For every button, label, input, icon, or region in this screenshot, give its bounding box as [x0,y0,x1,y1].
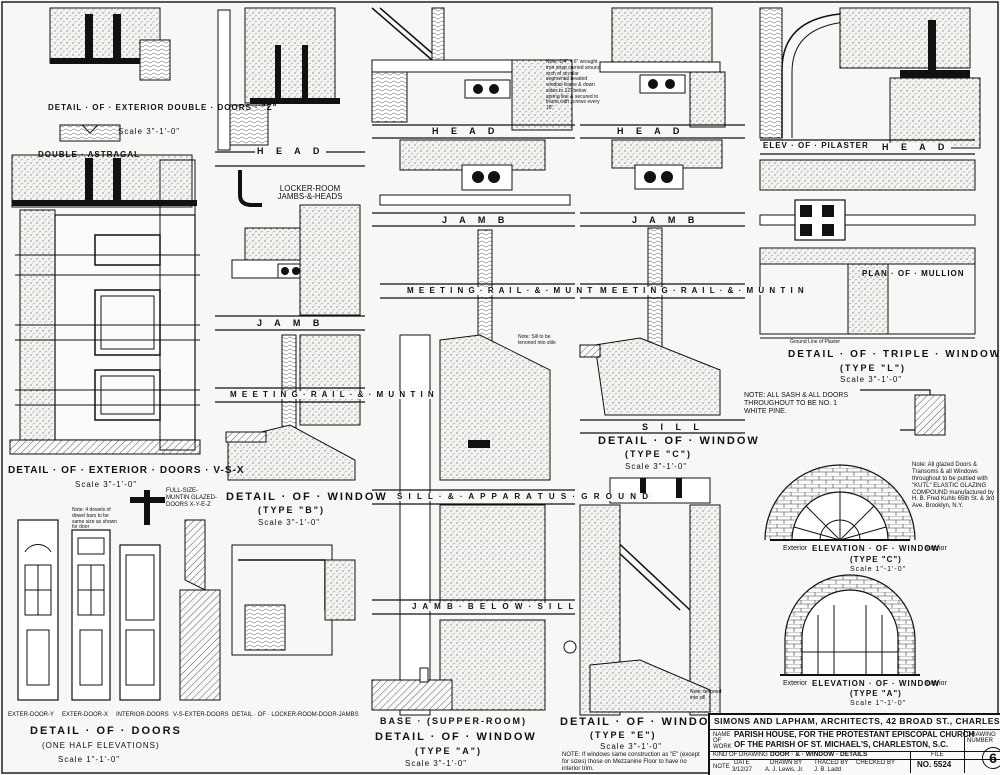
label-vs-exter-doors: V-S-EXTER-DOORS [173,712,229,718]
window-e-note: NOTE: If windows same construction as "E… [562,752,700,772]
doors-title: DETAIL · OF · DOORS [30,725,182,737]
exterior-doors-scale: Scale 3"-1'-0" [75,480,138,489]
window-e-scale: Scale 3"-1'-0" [600,742,663,751]
label-head-a: H E A D [430,126,502,136]
door-elevations [17,490,356,701]
date-label: DATE [734,760,750,766]
elev-window-c-type: (TYPE "C") [850,555,902,564]
drawing-number: 6 [989,750,997,766]
architects-row: SIMONS AND LAPHAM, ARCHITECTS, 42 BROAD … [710,715,1000,730]
mullion-tenon-note: Note: tenoned into sill [690,689,722,701]
label-jamb-c: J A M B [630,215,702,225]
label-meeting-b: M E E T I N G · R A I L · & · M U N T I … [228,390,438,399]
elev-window-c-scale: Scale 1"-1'-0" [850,566,907,573]
window-b-scale: Scale 3"-1'-0" [258,518,321,527]
triple-window-scale: Scale 3"-1'-0" [840,375,903,384]
elev-window-a-type: (TYPE "A") [850,689,902,698]
label-ext-door-y: EXTER-DOOR-Y [8,712,55,718]
window-c-scale: Scale 3"-1'-0" [625,462,688,471]
label-exterior-a: Exterior [783,680,808,687]
kind-label: KIND OF DRAWING [713,752,768,758]
drawing-number-box: DRAWING NUMBER 6 [964,729,1000,773]
elev-pilaster-caption: ELEV · OF · PILASTER [763,141,869,150]
window-b-section [215,7,365,481]
label-lockers: LOCKER-ROOM JAMBS-&-HEADS [277,184,343,201]
door-dowel-note: Note: 4 dowels of dowel bars to be same … [72,507,118,531]
date-value: 3/12/27 [732,767,753,773]
window-b-type: (TYPE "B") [258,505,326,515]
traced-value: J. B. Ladd [814,767,842,773]
label-sill-apparatus: S I L L · & · A P P A R A T U S · G R O … [395,492,652,501]
label-head-c: H E A D [615,126,687,136]
drawn-label: DRAWN BY [770,760,803,766]
label-locker-jambs: DETAIL · OF · LOCKER-ROOM-DOOR-JAMBS [232,712,359,718]
window-a-base: BASE · (SUPPER-ROOM) [380,716,528,726]
window-c-e-section [563,7,745,716]
drawing-number-circle: 6 [982,747,1000,769]
elev-window-a-title: ELEVATION · OF · WINDOW [812,679,941,688]
sill-tenon-note: Note: Sill to be tenoned into stile [518,334,556,346]
traced-label: TRACED BY [814,760,849,766]
window-c-type: (TYPE "C") [625,449,693,459]
label-interior-a: Interior [925,680,947,687]
title-block: SIMONS AND LAPHAM, ARCHITECTS, 42 BROAD … [708,713,1000,775]
label-jamb-a: J A M B [440,215,512,225]
full-size-muntin-label: FULL-SIZE-MUNTIN GLAZED-DOORS X-Y-E-Z [166,488,217,508]
doors-scale: Scale 1"-1'-0" [58,755,121,764]
project-line-1: PARISH HOUSE, FOR THE PROTESTANT EPISCOP… [734,730,975,739]
checked-label: CHECKED BY [856,760,896,766]
file-value: NO. 5524 [917,760,952,769]
window-a-scale: Scale 3"-1'-0" [405,759,468,768]
project-line-2: OF THE PARISH OF ST. MICHAEL'S, CHARLEST… [734,740,949,749]
label-interior-doors: INTERIOR-DOORS [116,712,169,718]
window-a-title: DETAIL · OF · WINDOW [375,731,537,743]
drawing-number-label: DRAWING NUMBER [967,732,996,744]
double-door-caption: DETAIL · OF · EXTERIOR DOUBLE · DOORS · … [48,103,278,112]
label-sill-c: S I L L [640,422,706,432]
file-label: FILE [931,752,944,758]
drawn-value: A. J. Lewis, Jr. [765,767,804,773]
exterior-door-section [9,7,201,455]
strap-note: Note: 1/4" × 6" wrought iron strap carri… [546,59,601,111]
triple-window-title: DETAIL · OF · TRIPLE · WINDOW [788,349,1000,360]
window-e-type: (TYPE "E") [590,730,657,740]
label-meeting-a: M E E T I N G · R A I L · & · M U N T I … [405,286,615,295]
white-pine-note: NOTE: ALL SASH & ALL DOORS THROUGHOUT TO… [744,392,849,416]
glazing-note: Note: All glazed Doors & Transoms & all … [912,462,995,510]
label-head-triple: H E A D [880,142,952,152]
kind-value: DOOR · & · WINDOW · DETAILS [770,751,868,758]
triple-window-type: (TYPE "L") [840,363,907,373]
doors-subtitle: (ONE HALF ELEVATIONS) [42,741,160,750]
window-e-title: DETAIL · OF · WINDOW [560,716,722,728]
plaster-ground-note: Ground Line of Plaster [790,339,841,345]
plan-mullion-caption: PLAN · OF · MULLION [862,269,965,278]
label-exterior-c: Exterior [783,545,808,552]
label-meeting-c: M E E T I N G · R A I L · & · M U N T I … [598,286,808,295]
name-of-work-label: NAME OF WORK [713,732,732,750]
credits-row: DATE 3/12/27 DRAWN BY A. J. Lewis, Jr. T… [710,759,1000,774]
elev-window-c-title: ELEVATION · OF · WINDOW [812,544,941,553]
double-door-scale: Scale 3"-1'-0" [118,127,181,136]
label-head-b: H E A D [255,146,327,156]
window-b-title: DETAIL · OF · WINDOW [226,491,388,503]
window-a-type: (TYPE "A") [415,746,483,756]
file-box: FILE NO. 5524 [910,751,965,773]
window-c-title: DETAIL · OF · WINDOW [598,435,760,447]
double-astragal-caption: DOUBLE · ASTRAGAL [38,150,141,159]
exterior-doors-caption: DETAIL · OF · EXTERIOR · DOORS · V-S-X [8,465,245,476]
label-ext-door-x: EXTER-DOOR-X [62,712,109,718]
kind-row: KIND OF DRAWING DOOR · & · WINDOW · DETA… [710,751,1000,760]
note-label: NOTE [713,764,730,770]
label-jamb-b: J A M B [255,318,327,328]
label-jamb-below-sill: J A M B · B E L O W · S I L L [410,602,578,611]
elev-window-a-scale: Scale 1"-1'-0" [850,700,907,707]
triple-window-section [759,7,981,676]
project-row: NAME OF WORK PARISH HOUSE, FOR THE PROTE… [710,729,1000,752]
architects-name: SIMONS AND LAPHAM, ARCHITECTS, 42 BROAD … [714,716,1000,726]
label-interior-c: Interior [925,545,947,552]
